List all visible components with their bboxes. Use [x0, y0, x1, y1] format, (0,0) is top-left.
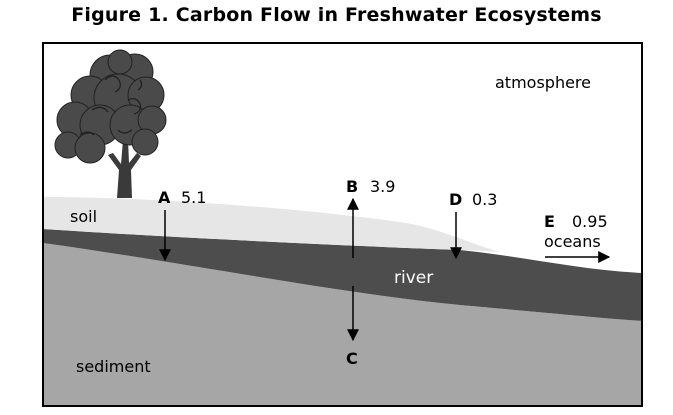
tree-canopy [54, 49, 167, 164]
oceans-label: oceans [544, 232, 601, 251]
diagram-frame [42, 42, 643, 407]
river-label: river [394, 268, 433, 288]
soil-label: soil [70, 207, 97, 226]
sediment-label: sediment [76, 357, 151, 376]
flow-e-letter: E [544, 212, 555, 231]
flow-d-value: 0.3 [472, 190, 497, 209]
flow-e-value: 0.95 [572, 212, 608, 231]
flow-c-letter: C [346, 349, 358, 368]
tree-icon [54, 49, 167, 198]
tree-trunk [108, 140, 141, 198]
figure-title: Figure 1. Carbon Flow in Freshwater Ecos… [71, 4, 602, 26]
flow-a-value: 5.1 [181, 188, 206, 207]
flow-d-letter: D [449, 190, 462, 209]
sediment-region [43, 243, 642, 406]
flow-b-letter: B [346, 177, 358, 196]
soil-region [43, 197, 500, 252]
flow-b-value: 3.9 [370, 177, 395, 196]
flow-a-letter: A [158, 188, 171, 207]
atmosphere-label: atmosphere [495, 73, 591, 92]
river-region [43, 229, 642, 321]
